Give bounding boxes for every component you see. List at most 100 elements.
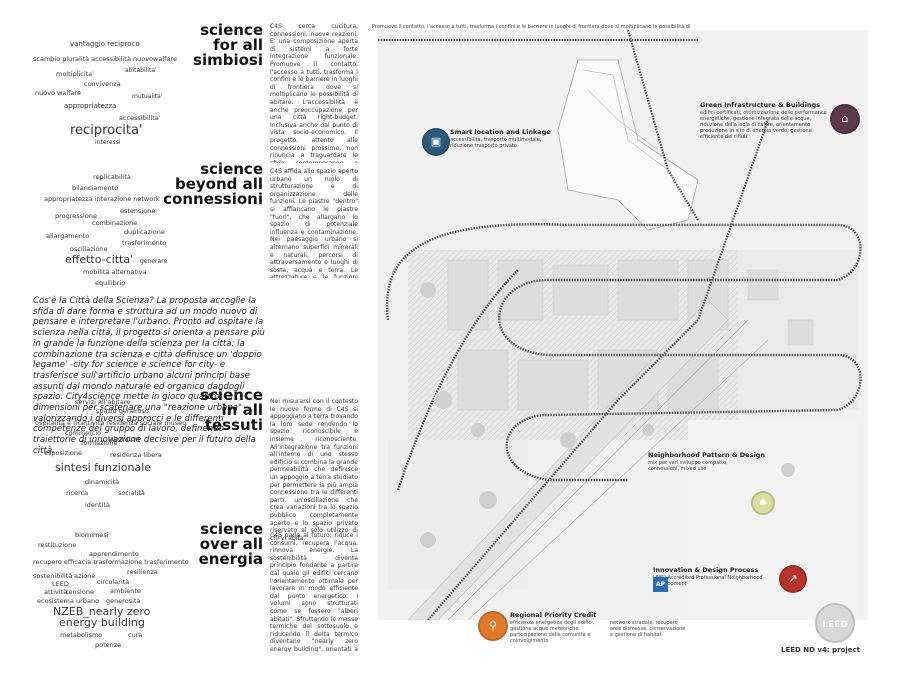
section-body: C4S affida allo spazio aperto urbano un … <box>270 168 358 278</box>
leed-feature-title: Smart location and Linkage <box>450 128 551 136</box>
word-cloud-term: restituzione <box>38 541 77 549</box>
section-title-line: in all <box>221 401 263 419</box>
word-cloud-term: abitabilita' <box>125 67 157 74</box>
word-cloud-term: mobilità alternativa <box>83 268 147 276</box>
leed-ap-badge: AP <box>653 577 668 592</box>
leed-feature-desc: accessibilità, trasporto multimodale, ri… <box>450 137 542 149</box>
section-body: Nei misurarsi con il contesto le nuove f… <box>270 398 358 542</box>
footer-label: LEED ND v4: project <box>781 646 860 654</box>
leed-feature-desc: efficienza energetica degli edifici, ges… <box>510 620 595 644</box>
section-body: C4S cerca cucitura, connessioni, nuove r… <box>270 23 358 163</box>
word-cloud-term: reciprocita' <box>70 123 143 138</box>
word-cloud-term: ambiente <box>110 587 141 595</box>
word-cloud-term: vantaggio reciproco <box>70 40 140 48</box>
word-cloud-term: appropriatezza interazione network <box>44 195 160 203</box>
word-cloud-term: allargamento <box>46 232 90 240</box>
word-cloud-term: resilienza <box>127 568 158 576</box>
word-cloud-term: estensione <box>120 207 156 215</box>
word-cloud-term: residenza libera <box>110 451 162 459</box>
word-cloud-term: mutualita' <box>132 93 163 100</box>
word-cloud-term: spazio generoso <box>96 407 149 415</box>
masterplan-map <box>378 29 868 620</box>
word-cloud-term: azione <box>74 572 96 580</box>
word-cloud-term: biomimesi <box>75 531 109 539</box>
word-cloud-term: ricerca <box>66 489 89 497</box>
intro-paragraph: Cos'è la Città della Scienza? La propost… <box>33 296 265 456</box>
word-cloud-term: appropriatezza <box>64 102 117 110</box>
word-cloud-term: scambio pluralità accessibilità nuovowal… <box>33 55 177 63</box>
word-cloud-term: generare <box>140 258 168 265</box>
word-cloud-term: effetto-citta' <box>65 253 134 266</box>
leed-feature-title: Innovation & Design Process <box>653 566 759 574</box>
word-cloud-term: convivenza <box>84 80 121 88</box>
word-cloud-term: combinazione <box>92 219 138 227</box>
word-cloud-term: dinamicità <box>85 478 120 486</box>
building-icon: ⌂ <box>830 104 860 134</box>
word-cloud-term: energy building <box>59 616 145 629</box>
word-cloud-term: potenza <box>95 641 122 649</box>
leed-logo-label: LEED <box>822 620 848 630</box>
word-cloud-term: esposizione <box>44 449 82 457</box>
word-cloud-term: servizi all'abitare <box>75 398 131 406</box>
word-cloud-term: attività <box>44 588 68 596</box>
word-cloud-term: formazione <box>81 439 118 447</box>
word-cloud-term: sintesi funzionale <box>55 461 152 474</box>
leed-feature-desc: edifici certificati, ottimizzazione dell… <box>700 110 827 140</box>
word-cloud-term: ospitalità e ricettività residenza socia… <box>35 419 187 427</box>
word-cloud-term: cura <box>128 631 143 639</box>
leed-feature-desc-secondary: network stradale, recupero aree dismesse… <box>610 620 686 638</box>
section-title-line: beyond all <box>174 175 263 193</box>
section-body: C4S parla al futuro: riduce i consumi, r… <box>270 532 358 652</box>
word-cloud-term: tensione <box>66 588 94 596</box>
leed-ap-label: AP <box>655 581 666 588</box>
leed-feature-desc: mix per vari sviluppo compatto, connessi… <box>648 460 728 472</box>
word-cloud-term: identità <box>85 501 110 509</box>
word-cloud-term: metabolismo <box>60 631 103 639</box>
leed-logo: LEED <box>815 603 855 643</box>
word-cloud-term: circolarità <box>97 578 130 586</box>
word-cloud-term: LEED <box>52 580 69 588</box>
section-title-line: science <box>200 21 263 39</box>
word-cloud-term: recupero efficacia trasformazione trasfe… <box>33 558 189 566</box>
section-title-line: science <box>200 386 263 404</box>
map-top-text: Promuove il contatto, l'accesso a tutti,… <box>372 24 692 30</box>
word-cloud-term: interessi <box>95 139 121 146</box>
leed-feature-title: Green Infrastructure & Buildings <box>700 101 820 109</box>
word-cloud-term: socialità <box>118 489 145 497</box>
section-title-line: connessioni <box>163 190 263 208</box>
section-title-line: over all <box>199 535 263 553</box>
word-cloud-term: oscillazione <box>70 245 108 253</box>
word-cloud-term: ecosistema urbano <box>37 597 100 605</box>
word-cloud-term: commercio <box>65 429 102 437</box>
leed-feature-desc: LEED Accredited Professional Neighborhoo… <box>653 575 763 587</box>
word-cloud-term: sostenibilità <box>33 572 73 580</box>
word-cloud-term: nuovo walfare <box>35 89 82 97</box>
section-title-line: science <box>200 160 263 178</box>
word-cloud-term: NZEB_nearly zero <box>53 605 151 618</box>
share-icon: ↗ <box>779 565 807 593</box>
section-title-line: for all <box>213 36 263 54</box>
word-cloud-term: bilanciamento <box>72 184 119 192</box>
leed-feature-title: Regional Priority Credit <box>510 611 597 619</box>
leed-feature-title: Neighborhood Pattern & Design <box>648 451 765 459</box>
section-title-line: science <box>200 520 263 538</box>
word-cloud-term: equilibrio <box>95 279 126 287</box>
search-icon: ⚲ <box>478 611 508 641</box>
word-cloud-term: trasferimento <box>122 239 167 247</box>
word-cloud-term: duplicazione <box>124 228 165 236</box>
word-cloud-term: moltiplicita' <box>56 70 94 78</box>
section-title-line: tessuti <box>204 416 263 434</box>
section-title-line: simbiosi <box>193 51 263 69</box>
word-cloud-term: laboratori <box>108 435 140 443</box>
word-cloud-term: apprendimento <box>89 550 139 558</box>
word-cloud-term: replicabilità <box>93 173 131 181</box>
word-cloud-term: generosità <box>106 597 141 605</box>
section-title-line: energia <box>198 550 263 568</box>
word-cloud-term: accessibilita' <box>119 114 161 122</box>
bus-icon: ▣ <box>422 128 450 156</box>
walker-icon: ♠ <box>751 491 775 515</box>
